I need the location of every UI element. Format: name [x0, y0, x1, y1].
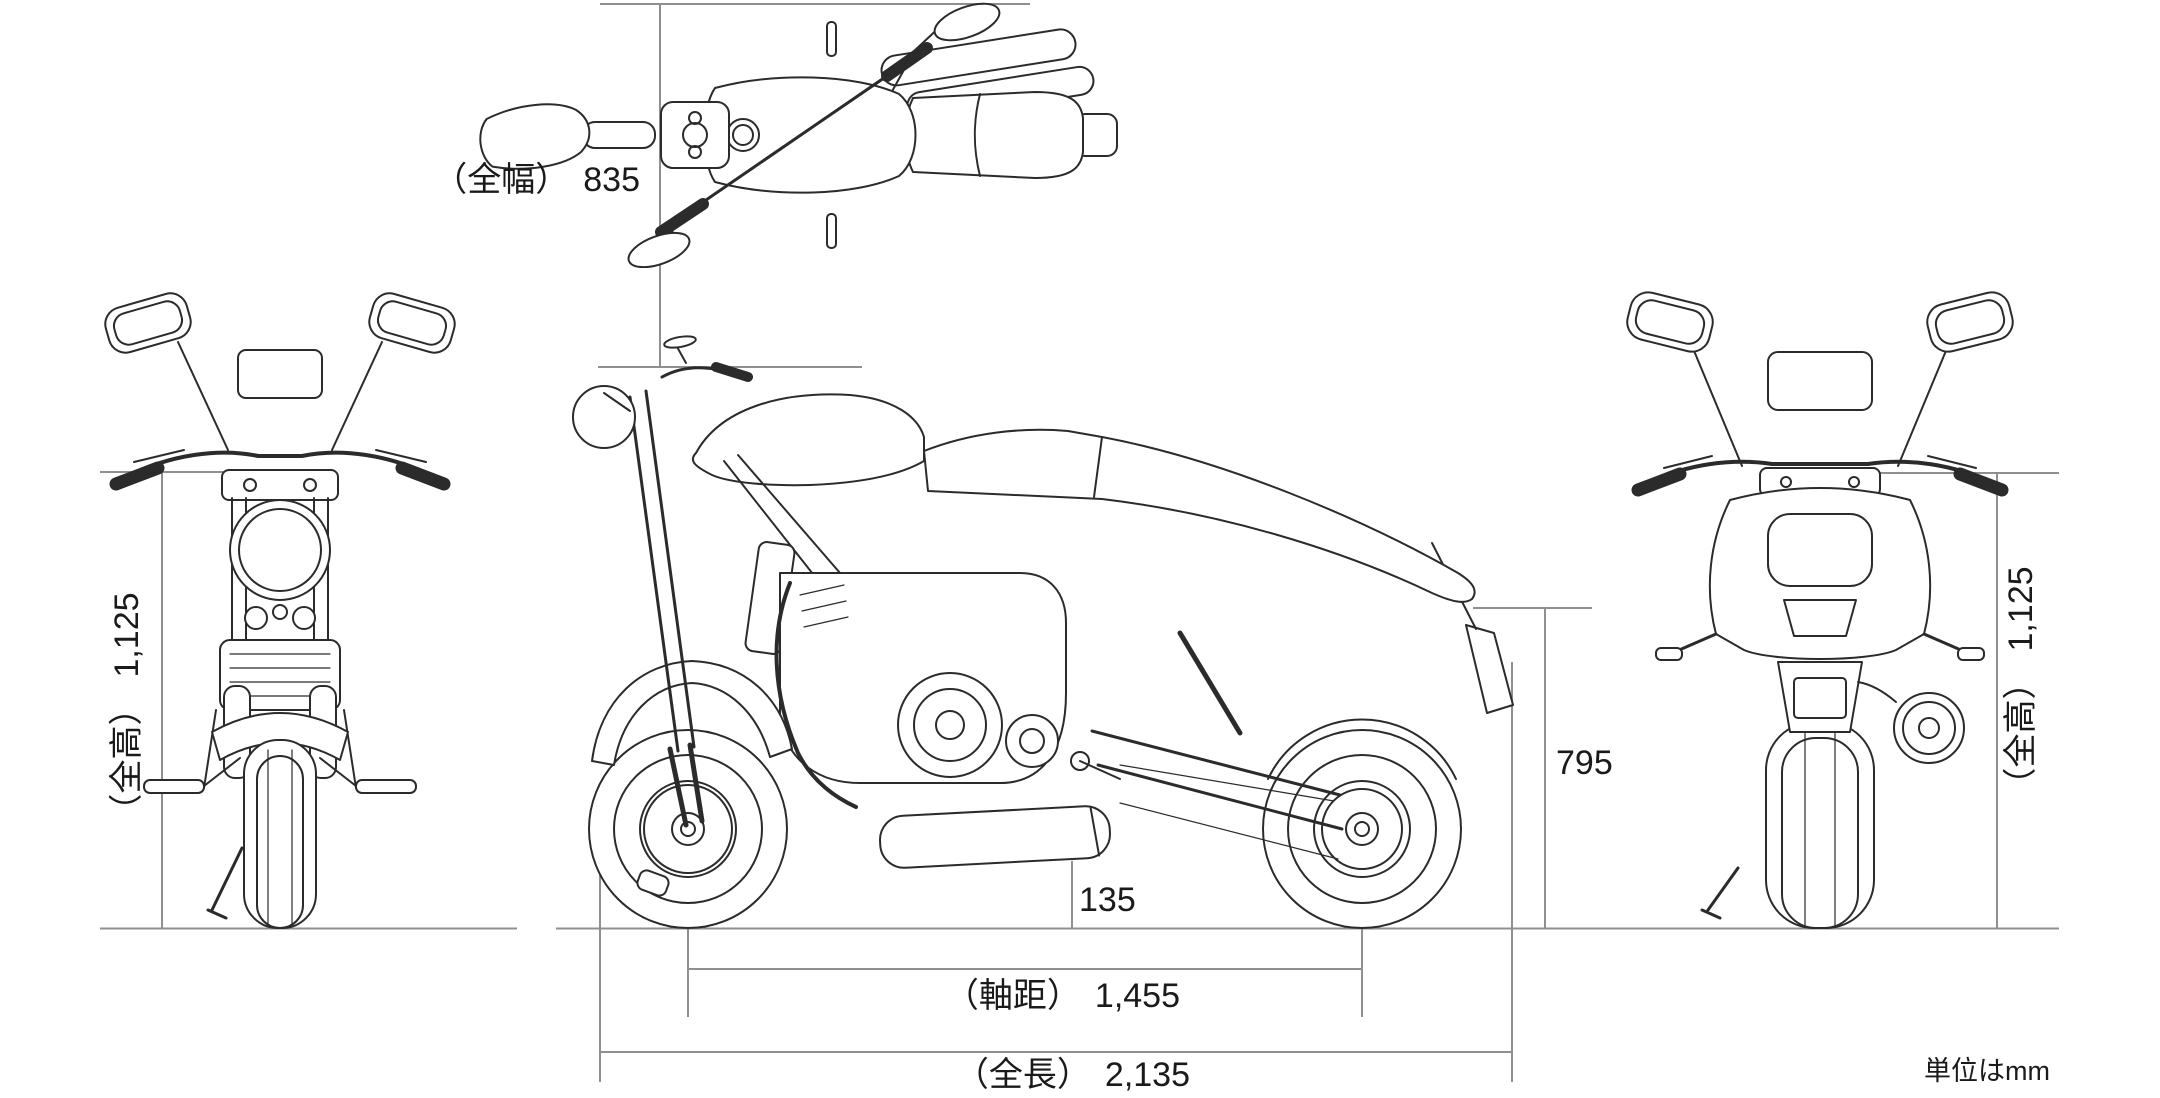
- rear-mudflap: [1465, 624, 1514, 714]
- handlebar-top: [669, 52, 921, 226]
- muffler-end: [1893, 692, 1965, 764]
- seat-top: [904, 91, 1084, 179]
- fork: [628, 389, 696, 753]
- ground-clearance-label: 135: [1079, 881, 1136, 919]
- mirror-rear-left: [1626, 291, 1714, 353]
- overall-width-label: （全幅）835: [433, 161, 640, 199]
- wheelbase-label: （軸距）1,455: [944, 977, 1180, 1015]
- handlebar: [122, 450, 438, 480]
- front-view-drawing: [104, 292, 456, 929]
- front-wheel: [588, 729, 788, 929]
- mirror-top-left: [627, 231, 691, 268]
- footpeg-right: [355, 779, 417, 794]
- side-stand: [206, 846, 244, 920]
- footpeg-left: [143, 779, 205, 794]
- exhaust-pipe: [774, 581, 858, 809]
- rear-hugger: [1267, 718, 1457, 780]
- mirror-right: [368, 292, 456, 354]
- license-plate: [1793, 677, 1847, 719]
- brake-caliper: [636, 869, 670, 897]
- chain: [1119, 764, 1339, 860]
- mirror-left: [104, 292, 192, 354]
- display: [237, 349, 323, 399]
- rear-wheel: [1262, 729, 1462, 929]
- frame-tubes: [723, 454, 841, 584]
- rear-view-drawing: [1626, 291, 2014, 929]
- mirror-top-right: [933, 2, 1001, 42]
- rear-shock: [1177, 630, 1243, 736]
- seat-height-label: 795: [1556, 744, 1613, 782]
- stand-rear: [1700, 866, 1740, 920]
- handlebar-rear: [1644, 459, 1996, 486]
- seat-height-dimension: [1473, 607, 1592, 928]
- unit-note: 単位はmm: [1924, 1056, 2050, 1086]
- taillight: [1783, 599, 1857, 637]
- mirror-rear-right: [1926, 291, 2014, 353]
- fork-tubes: [231, 497, 329, 689]
- fuel-tank: [691, 393, 925, 487]
- overall-height-left-label: （全高）1,125: [108, 592, 147, 828]
- front-fender-top: [479, 103, 591, 170]
- tail-body: [1708, 487, 1932, 660]
- front-tire: [243, 739, 317, 929]
- headlight-side: [572, 385, 636, 449]
- seat-tail: [923, 428, 1476, 603]
- mirror-side: [663, 335, 697, 349]
- front-fender-side: [591, 660, 793, 766]
- overall-length-label: （全長）2,135: [954, 1056, 1190, 1094]
- muffler: [879, 805, 1111, 869]
- side-view-drawing: [572, 335, 1514, 929]
- front-fender: [211, 712, 349, 761]
- top-view-drawing: [479, 2, 1118, 268]
- headlight: [229, 499, 331, 601]
- swingarm: [1090, 729, 1344, 831]
- overall-height-right-label: （全高）1,125: [2002, 566, 2041, 802]
